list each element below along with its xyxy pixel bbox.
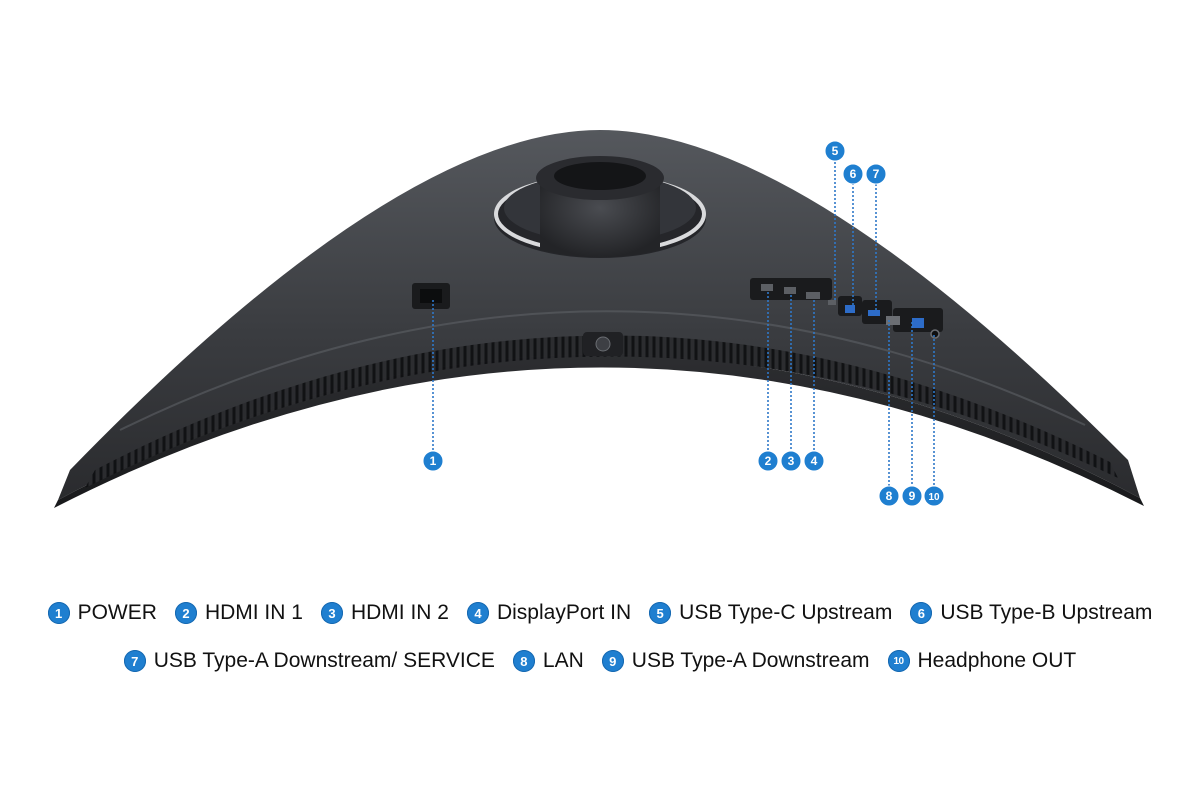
callout-number-6: 6 — [850, 167, 857, 181]
callout-number-8: 8 — [886, 489, 893, 503]
legend-item-4: 4 DisplayPort IN — [466, 601, 632, 625]
legend-badge-3: 3 — [320, 602, 343, 624]
callout-badge-6 — [842, 163, 864, 185]
legend-label-2: HDMI IN 1 — [204, 601, 303, 624]
legend-item-3: 3 HDMI IN 2 — [320, 601, 449, 625]
port-panel — [412, 278, 943, 339]
legend-row-1: 1 POWER 2 HDMI IN 1 3 HDMI IN 2 4 DisplayPort I… — [0, 601, 1200, 625]
callout-badge-10 — [923, 485, 945, 507]
legend-badge-5: 5 — [649, 602, 672, 624]
monitor-diagram: 1 2 3 4 56 7 8 9 10 — [54, 130, 1144, 508]
legend-label-1: POWER — [77, 601, 157, 624]
callout-badge-7 — [865, 163, 887, 185]
callout-number-4: 4 — [811, 454, 818, 468]
callout-number-2: 2 — [765, 454, 772, 468]
legend-label-7: USB Type-A Downstream/ SERVICE — [153, 649, 495, 672]
callout-number-1: 1 — [430, 454, 437, 468]
callout-number-9: 9 — [909, 489, 916, 503]
callout-number-7: 7 — [873, 167, 880, 181]
legend-label-5: USB Type-C Upstream — [679, 601, 893, 624]
legend-label-9: USB Type-A Downstream — [631, 649, 870, 672]
legend-item-1: 1 POWER — [47, 601, 157, 625]
callout-badge-9 — [901, 485, 923, 507]
legend-badge-2: 2 — [174, 602, 197, 624]
callout-badge-4 — [803, 450, 825, 472]
callout-layer: 1 2 3 4 56 7 8 9 10 — [422, 140, 945, 507]
legend-label-8: LAN — [542, 649, 584, 672]
stand-mount — [494, 156, 706, 258]
legend-item-5: 5 USB Type-C Upstream — [649, 601, 892, 625]
legend-label-4: DisplayPort IN — [496, 601, 632, 624]
callout-badge-5 — [824, 140, 846, 162]
legend-label-3: HDMI IN 2 — [350, 601, 449, 624]
legend-label-10: Headphone OUT — [917, 649, 1077, 672]
ventilation-grille — [85, 335, 1118, 488]
legend-badge-6: 6 — [910, 602, 933, 624]
legend-item-10: 10 Headphone OUT — [887, 649, 1077, 673]
monitor-back-shell — [58, 130, 1140, 500]
legend-badge-10: 10 — [887, 650, 910, 672]
legend-label-6: USB Type-B Upstream — [940, 601, 1153, 624]
legend-item-8: 8 LAN — [512, 649, 584, 673]
legend-item-9: 9 USB Type-A Downstream — [601, 649, 870, 673]
legend-item-6: 6 USB Type-B Upstream — [910, 601, 1152, 625]
legend-badge-1: 1 — [47, 602, 70, 624]
joystick-control — [583, 332, 623, 356]
legend-row-2: 7 USB Type-A Downstream/ SERVICE 8 LAN 9 USB … — [0, 649, 1200, 673]
callout-number-5: 5 — [832, 144, 839, 158]
callout-number-10: 10 — [928, 492, 940, 503]
callout-badge-2 — [757, 450, 779, 472]
legend-badge-9: 9 — [601, 650, 624, 672]
callout-badge-8 — [878, 485, 900, 507]
legend-item-7: 7 USB Type-A Downstream/ SERVICE — [123, 649, 495, 673]
callout-badge-1 — [422, 450, 444, 472]
legend-badge-7: 7 — [123, 650, 146, 672]
legend-badge-4: 4 — [466, 602, 489, 624]
callout-badge-3 — [780, 450, 802, 472]
legend-badge-8: 8 — [512, 650, 535, 672]
callout-number-3: 3 — [788, 454, 795, 468]
legend-item-2: 2 HDMI IN 1 — [174, 601, 303, 625]
